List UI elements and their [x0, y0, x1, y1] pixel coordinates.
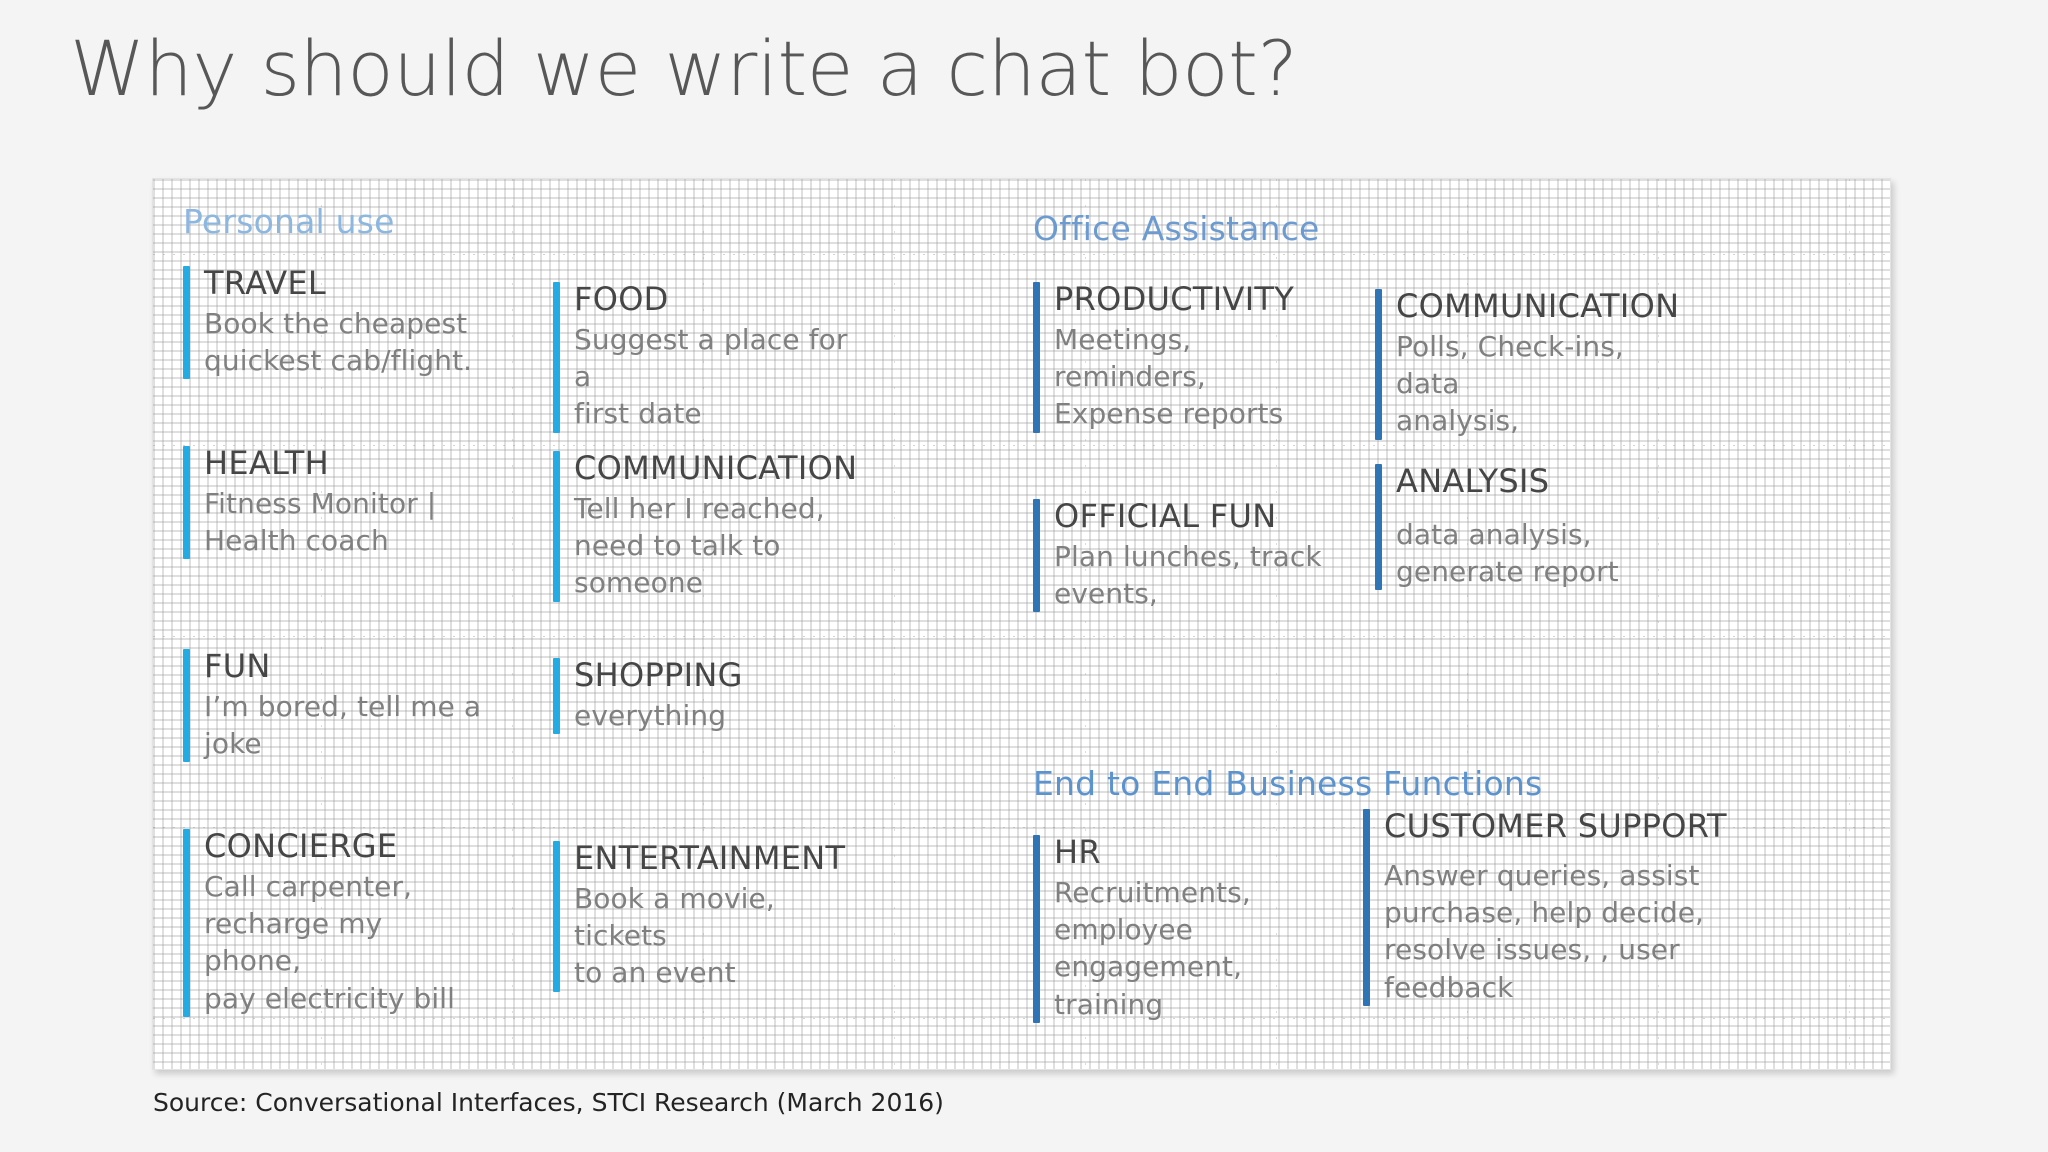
item-title: FOOD — [574, 280, 669, 318]
item-description: data analysis, generate report — [1396, 517, 1619, 589]
accent-bar — [183, 446, 190, 560]
item-hr[interactable]: HR Recruitments, employee engagement, tr… — [1033, 833, 1333, 1023]
item-fun[interactable]: FUN I’m bored, tell me a joke — [183, 647, 483, 763]
item-description: Tell her I reached, need to talk to some… — [574, 491, 825, 600]
item-food[interactable]: FOOD Suggest a place for a first date — [553, 280, 863, 433]
item-title: FUN — [204, 647, 271, 685]
item-entertainment[interactable]: ENTERTAINMENT Book a movie, tickets to a… — [553, 839, 863, 992]
item-title: CONCIERGE — [204, 827, 398, 865]
item-shopping[interactable]: SHOPPING everything — [553, 656, 863, 735]
item-title: TRAVEL — [204, 264, 327, 302]
item-title: ANALYSIS — [1396, 462, 1550, 500]
item-description: Answer queries, assist purchase, help de… — [1384, 858, 1705, 1004]
item-description: Fitness Monitor | Health coach — [204, 486, 437, 558]
accent-bar — [1033, 835, 1040, 1023]
item-description: Suggest a place for a first date — [574, 322, 848, 431]
item-title: COMMUNICATION — [1396, 287, 1680, 325]
item-description: Call carpenter, recharge my phone, pay e… — [204, 869, 456, 1015]
item-description: I’m bored, tell me a joke — [204, 689, 482, 761]
accent-bar — [553, 841, 560, 992]
accent-bar — [553, 658, 560, 735]
accent-bar — [1375, 289, 1382, 440]
grid-line-horizontal — [153, 254, 1890, 255]
accent-bar — [183, 266, 190, 380]
accent-bar — [553, 451, 560, 602]
item-concierge[interactable]: CONCIERGE Call carpenter, recharge my ph… — [183, 827, 483, 1017]
infographic-card: Personal use Office Assistance End to En… — [152, 178, 1891, 1070]
item-communication-office[interactable]: COMMUNICATION Polls, Check-ins, data ana… — [1375, 287, 1695, 440]
section-header-personal-use: Personal use — [183, 202, 395, 241]
item-title: COMMUNICATION — [574, 449, 858, 487]
item-title: CUSTOMER SUPPORT — [1384, 807, 1727, 845]
accent-bar — [1033, 499, 1040, 613]
item-communication-personal[interactable]: COMMUNICATION Tell her I reached, need t… — [553, 449, 863, 602]
item-analysis[interactable]: ANALYSIS data analysis, generate report — [1375, 462, 1695, 591]
accent-bar — [1363, 809, 1370, 1006]
item-title: ENTERTAINMENT — [574, 839, 846, 877]
item-title: HEALTH — [204, 444, 330, 482]
grid-line-vertical — [512, 179, 513, 1069]
item-description: Recruitments, employee engagement, train… — [1054, 875, 1251, 1021]
grid-line-horizontal — [153, 1018, 1890, 1019]
item-description: Book the cheapest quickest cab/flight. — [204, 306, 473, 378]
grid-line-vertical — [1849, 179, 1850, 1069]
accent-bar — [1375, 464, 1382, 591]
item-official-fun[interactable]: OFFICIAL FUN Plan lunches, track events, — [1033, 497, 1333, 613]
accent-bar — [183, 649, 190, 763]
item-health[interactable]: HEALTH Fitness Monitor | Health coach — [183, 444, 483, 560]
accent-bar — [1033, 282, 1040, 433]
accent-bar — [553, 282, 560, 433]
item-title: PRODUCTIVITY — [1054, 280, 1295, 318]
item-description: everything — [574, 698, 727, 732]
item-description: Plan lunches, track events, — [1054, 539, 1322, 611]
accent-bar — [183, 829, 190, 1017]
item-description: Polls, Check-ins, data analysis, — [1396, 329, 1624, 438]
item-description: Book a movie, tickets to an event — [574, 881, 775, 990]
item-title: HR — [1054, 833, 1101, 871]
item-travel[interactable]: TRAVEL Book the cheapest quickest cab/fl… — [183, 264, 483, 380]
source-note: Source: Conversational Interfaces, STCI … — [153, 1088, 944, 1117]
item-title: SHOPPING — [574, 656, 743, 694]
page-title: Why should we write a chat bot? — [70, 24, 1298, 113]
grid-line-vertical — [894, 179, 895, 1069]
section-header-end-to-end-business-functions: End to End Business Functions — [1033, 764, 1543, 803]
item-title: OFFICIAL FUN — [1054, 497, 1277, 535]
item-description: Meetings, reminders, Expense reports — [1054, 322, 1284, 431]
grid-line-horizontal — [153, 636, 1890, 637]
section-header-office-assistance: Office Assistance — [1033, 209, 1320, 248]
item-productivity[interactable]: PRODUCTIVITY Meetings, reminders, Expens… — [1033, 280, 1333, 433]
item-customer-support[interactable]: CUSTOMER SUPPORT Answer queries, assist … — [1363, 807, 1727, 1006]
